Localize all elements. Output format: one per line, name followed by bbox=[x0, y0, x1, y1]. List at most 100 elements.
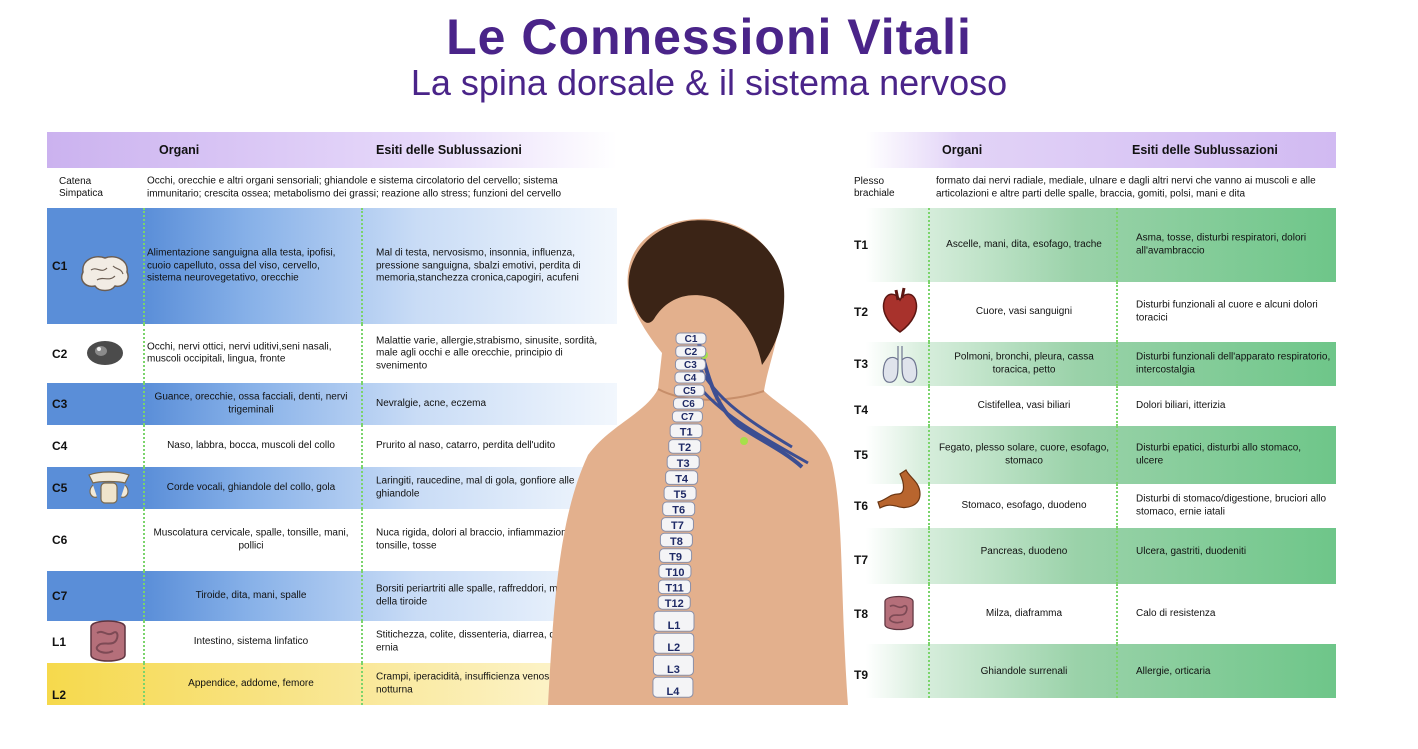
vertebra-label: L2 bbox=[667, 642, 680, 654]
row-label: C5 bbox=[52, 481, 68, 495]
vertebra-c7 bbox=[671, 410, 703, 423]
table-row: T8 Milza, diaframma Calo di resistenza bbox=[854, 584, 1336, 644]
esiti-cell: Prurito al naso, catarro, perdita dell'u… bbox=[376, 439, 556, 451]
table-row: C5 Corde vocali, ghiandole del collo, go… bbox=[47, 467, 617, 509]
organi-cell: Guance, orecchie, ossa facciali, denti, … bbox=[154, 391, 348, 416]
row-label: T2 bbox=[854, 305, 869, 319]
row-label: T1 bbox=[854, 238, 869, 252]
esiti-cell: Mal di testa, nervosismo, insonnia, infl… bbox=[376, 247, 581, 284]
esiti-cell: Asma, tosse, disturbi respiratori, dolor… bbox=[1136, 232, 1307, 257]
table-row: T1 Ascelle, mani, dita, esofago, trache … bbox=[854, 208, 1336, 282]
header-organi: Organi bbox=[159, 143, 200, 157]
table-row: T6 Stomaco, esofago, duodeno Disturbi di… bbox=[854, 469, 1336, 528]
spine-figure: C1C2C3C4C5C6C7T1T2T3T4T5T6T7T8T9T10T11T1… bbox=[548, 218, 848, 705]
vertebra-label: T2 bbox=[678, 442, 691, 454]
table-row: C3 Guance, orecchie, ossa facciali, dent… bbox=[47, 383, 617, 425]
table-row: C4 Naso, labbra, bocca, muscoli del coll… bbox=[47, 425, 617, 467]
organi-cell: Naso, labbra, bocca, muscoli del collo bbox=[167, 439, 335, 451]
page-title: Le Connessioni Vitali bbox=[446, 9, 972, 65]
table-row: C1 Alimentazione sanguigna alla testa, i… bbox=[47, 208, 617, 324]
row-label: T8 bbox=[854, 607, 869, 621]
vertebra-c5 bbox=[673, 384, 705, 397]
table-row: C6 Muscolatura cervicale, spalle, tonsil… bbox=[47, 509, 617, 571]
esiti-cell: Disturbi funzionali dell'apparato respir… bbox=[1136, 351, 1331, 376]
table-header: Organi Esiti delle Sublussazioni bbox=[47, 132, 617, 168]
esiti-cell: Laringiti, raucedine, mal di gola, gonfi… bbox=[376, 475, 575, 500]
organi-cell: Tiroide, dita, mani, spalle bbox=[195, 589, 307, 601]
vertebra-c1 bbox=[675, 332, 707, 345]
lungs-icon bbox=[882, 346, 918, 383]
vertebra-t12 bbox=[657, 595, 691, 610]
row-label: C1 bbox=[52, 259, 68, 273]
vertebra-label: T8 bbox=[670, 536, 683, 548]
vertebra-label: L4 bbox=[667, 686, 681, 698]
organi-cell: Milza, diaframma bbox=[985, 607, 1063, 619]
esiti-cell: Allergie, orticaria bbox=[1136, 665, 1211, 677]
vertebra-label: C5 bbox=[683, 386, 696, 397]
header-esiti: Esiti delle Sublussazioni bbox=[1132, 143, 1278, 157]
row-label: C7 bbox=[52, 589, 68, 603]
organi-cell: Ascelle, mani, dita, esofago, trache bbox=[946, 238, 1102, 250]
vertebra-label: T7 bbox=[671, 520, 684, 532]
row-label: T5 bbox=[854, 448, 869, 462]
vertebra-label: C4 bbox=[684, 373, 697, 384]
table-row: T5 Fegato, plesso solare, cuore, esofago… bbox=[854, 426, 1336, 484]
vertebra-l3 bbox=[652, 654, 694, 676]
vertebra-t8 bbox=[659, 532, 693, 548]
intro-text: Occhi, orecchie e altri organi sensorial… bbox=[147, 175, 562, 200]
organi-cell: Ghiandole surrenali bbox=[980, 665, 1068, 677]
row-label: C4 bbox=[52, 439, 68, 453]
table-row: C7 Tiroide, dita, mani, spalle Borsiti p… bbox=[47, 571, 617, 621]
esiti-cell: Disturbi di stomaco/digestione, bruciori… bbox=[1136, 493, 1327, 518]
vertebra-label: L3 bbox=[667, 664, 680, 676]
esiti-cell: Malattie varie, allergie,strabismo, sinu… bbox=[376, 334, 598, 371]
brain-icon bbox=[81, 256, 129, 292]
row-label: T9 bbox=[854, 668, 869, 683]
intestine-icon bbox=[90, 620, 126, 662]
intro-text: formato dai nervi radiale, mediale, ulna… bbox=[936, 175, 1316, 200]
organi-cell: Cuore, vasi sanguigni bbox=[975, 305, 1073, 317]
vertebra-t1 bbox=[669, 423, 703, 439]
row-label: T7 bbox=[854, 553, 869, 568]
vertebra-t4 bbox=[665, 470, 699, 485]
esiti-cell: Nuca rigida, dolori al braccio, infiamma… bbox=[376, 527, 593, 552]
organi-cell: Intestino, sistema linfatico bbox=[193, 635, 309, 647]
vertebra-label: T5 bbox=[674, 489, 687, 501]
esiti-cell: Stitichezza, colite, dissenteria, diarre… bbox=[376, 629, 605, 654]
vertebra-t11 bbox=[658, 579, 692, 595]
intestine-icon bbox=[884, 595, 914, 631]
table-row: T2 Cuore, vasi sanguigni Disturbi funzio… bbox=[854, 282, 1336, 342]
table-row: L1 Intestino, sistema linfatico Stitiche… bbox=[47, 620, 617, 663]
row-label: C6 bbox=[52, 533, 68, 547]
row-label: L1 bbox=[52, 635, 67, 649]
heart-icon bbox=[882, 287, 918, 333]
organi-cell: Occhi, nervi ottici, nervi uditivi,seni … bbox=[147, 341, 332, 365]
organi-cell: Cistifellea, vasi biliari bbox=[977, 399, 1071, 411]
vertebra-label: C2 bbox=[684, 347, 697, 358]
vertebra-l2 bbox=[653, 632, 695, 654]
vertebra-label: T6 bbox=[672, 505, 685, 517]
vertebra-c3 bbox=[674, 358, 706, 371]
larynx-icon bbox=[88, 471, 130, 504]
vertebra-t9 bbox=[659, 548, 693, 563]
vertebra-l4 bbox=[652, 676, 694, 698]
vertebra-t6 bbox=[662, 501, 696, 517]
table-header: Organi Esiti delle Sublussazioni bbox=[866, 132, 1336, 168]
vertebra-c4 bbox=[674, 371, 706, 384]
table-row: C2 Occhi, nervi ottici, nervi uditivi,se… bbox=[47, 324, 617, 383]
esiti-cell: Calo di resistenza bbox=[1136, 607, 1216, 619]
vertebra-c2 bbox=[675, 345, 707, 358]
organi-cell: Alimentazione sanguigna alla testa, ipof… bbox=[147, 247, 336, 284]
vertebra-label: T4 bbox=[675, 473, 689, 485]
vertebra-label: C6 bbox=[682, 399, 695, 410]
organi-cell: Pancreas, duodeno bbox=[980, 545, 1068, 557]
vertebra-label: L1 bbox=[668, 620, 681, 632]
esiti-cell: Disturbi funzionali al cuore e alcuni do… bbox=[1136, 299, 1318, 324]
vertebra-t7 bbox=[660, 517, 694, 532]
row-label: T6 bbox=[854, 499, 869, 513]
